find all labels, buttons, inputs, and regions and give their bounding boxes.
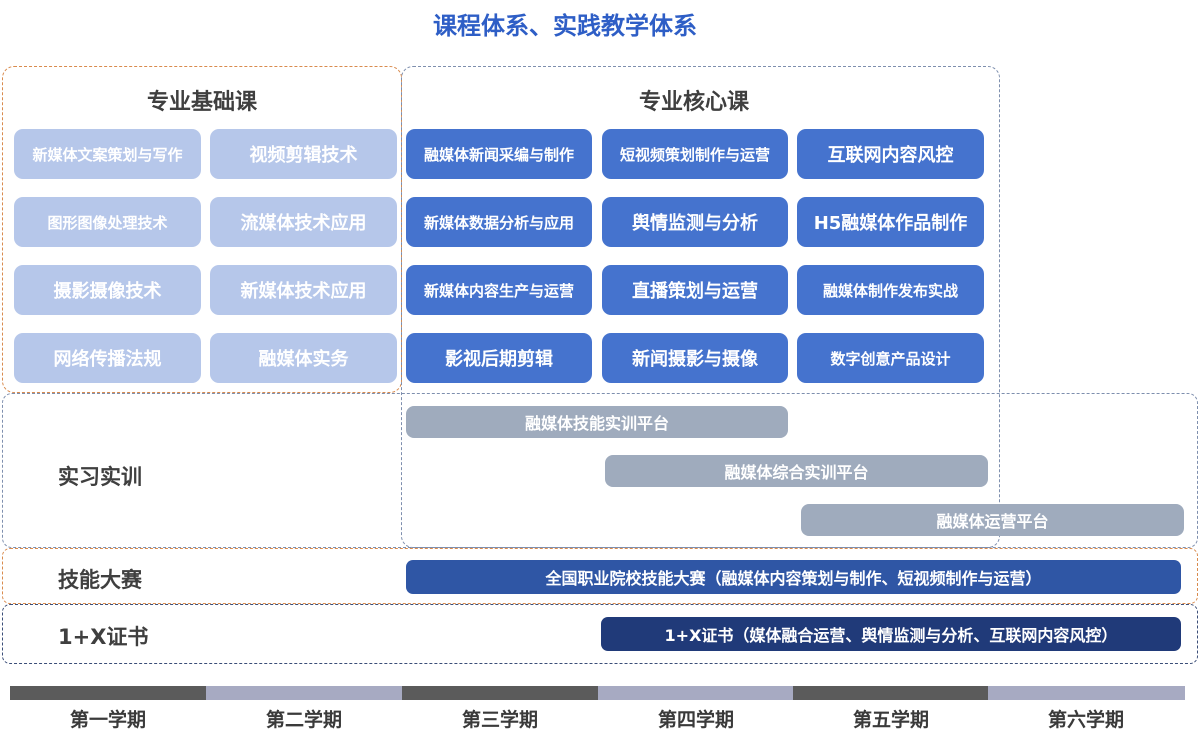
- internship-label: 实习实训: [58, 465, 142, 489]
- competition-bar: 全国职业院校技能大赛（融媒体内容策划与制作、短视频制作与运营）: [406, 560, 1181, 594]
- competition-frame: [2, 548, 1198, 604]
- platform-comprehensive-training: 融媒体综合实训平台: [605, 455, 988, 487]
- internship-frame: [2, 393, 1198, 548]
- certificate-frame: [2, 604, 1198, 664]
- core-course: 融媒体制作发布实战: [797, 265, 984, 315]
- core-course: 直播策划与运营: [602, 265, 788, 315]
- platform-operation: 融媒体运营平台: [801, 504, 1184, 536]
- core-course: 新闻摄影与摄像: [602, 333, 788, 383]
- core-heading: 专业核心课: [638, 90, 749, 115]
- semester-label: 第一学期: [69, 709, 146, 731]
- foundation-course: 融媒体实务: [210, 333, 397, 383]
- page-title: 课程体系、实践教学体系: [433, 12, 697, 40]
- core-course: 舆情监测与分析: [602, 197, 788, 247]
- semester-bar: [402, 686, 598, 700]
- competition-label: 技能大赛: [58, 568, 142, 592]
- core-course: 融媒体新闻采编与制作: [406, 129, 592, 179]
- semester-bar: [206, 686, 402, 700]
- semester-bar: [598, 686, 793, 700]
- foundation-course: 新媒体技术应用: [210, 265, 397, 315]
- foundation-course: 图形图像处理技术: [14, 197, 201, 247]
- foundation-course: 新媒体文案策划与写作: [14, 129, 201, 179]
- foundation-heading: 专业基础课: [146, 90, 257, 115]
- foundation-course: 摄影摄像技术: [14, 265, 201, 315]
- certificate-bar: 1+X证书（媒体融合运营、舆情监测与分析、互联网内容风控）: [601, 617, 1181, 651]
- foundation-course: 视频剪辑技术: [210, 129, 397, 179]
- foundation-course: 网络传播法规: [14, 333, 201, 383]
- platform-skill-training: 融媒体技能实训平台: [406, 406, 788, 438]
- core-course: H5融媒体作品制作: [797, 197, 984, 247]
- certificate-label: 1+X证书: [58, 625, 149, 649]
- core-course: 新媒体内容生产与运营: [406, 265, 592, 315]
- core-course: 数字创意产品设计: [797, 333, 984, 383]
- semester-bar: [793, 686, 988, 700]
- core-course: 短视频策划制作与运营: [602, 129, 788, 179]
- core-course: 新媒体数据分析与应用: [406, 197, 592, 247]
- semester-label: 第四学期: [657, 709, 734, 731]
- semester-label: 第二学期: [265, 709, 342, 731]
- core-course: 互联网内容风控: [797, 129, 984, 179]
- semester-bar: [10, 686, 206, 700]
- semester-label: 第六学期: [1047, 709, 1124, 731]
- semester-bar: [988, 686, 1185, 700]
- core-course: 影视后期剪辑: [406, 333, 592, 383]
- semester-label: 第三学期: [461, 709, 538, 731]
- foundation-course: 流媒体技术应用: [210, 197, 397, 247]
- semester-label: 第五学期: [852, 709, 929, 731]
